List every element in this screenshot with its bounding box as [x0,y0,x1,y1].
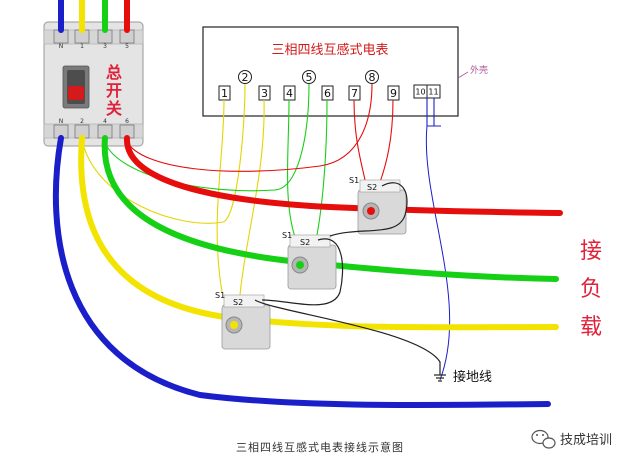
main-phase-wires [52,0,563,409]
breaker-bottom-label-2: 2 [80,118,84,125]
breaker-top-label-n: N [59,43,64,50]
ct-red-s1-label: S1 [349,176,359,185]
outgoing-red [123,135,563,216]
ct-red-conductor [367,207,375,215]
ct-green: S1 S2 [282,231,337,290]
ct-green-s1-label: S1 [282,231,292,240]
meter-terminal-7-label: 7 [351,87,358,100]
load-label: 接 负 载 [580,239,602,340]
main-breaker: N 1 3 5 N 2 4 6 总 开 关 [43,21,144,147]
wire-red-voltage [125,83,373,172]
meter-signal-wires [81,83,451,381]
wire-black-red-to-green [329,182,408,237]
ct-green-s2-label: S2 [300,238,310,247]
wire-red-s1 [353,99,366,181]
breaker-top-label-5: 5 [125,43,129,50]
ct-red-s2-label: S2 [367,183,377,192]
meter-terminal-5-circle [302,70,316,84]
meter-terminal-8-circle [365,70,379,84]
meter: 三相四线互感式电表 1 2 3 4 5 6 7 8 9 [202,26,488,117]
meter-terminal-4-label: 4 [286,87,293,100]
breaker-label-char-1: 总 [106,63,122,82]
meter-terminal-2-label: 2 [242,71,249,84]
breaker-bottom-label-6: 6 [125,118,129,125]
diagram-caption: 三相四线互感式电表接线示意图 [236,440,404,454]
breaker-bottom-rail [43,123,144,139]
ct-yellow-terminal-block [223,294,265,308]
wire-green-s1 [286,99,296,238]
wire-yellow-voltage [81,83,246,224]
wire-black-to-ground [254,299,441,375]
ct-yellow: S1 S2 [215,291,271,350]
meter-terminal-6-label: 6 [324,87,331,100]
ct-red-terminal-block [359,179,401,193]
breaker-bottom-label-4: 4 [103,118,107,125]
meter-terminal-10-label: 10 [415,88,425,97]
ct-green-conductor [296,261,304,269]
wire-black-green-to-yellow [261,238,344,306]
breaker-top-label-3: 3 [103,43,107,50]
brand: 技成培训 [531,429,612,449]
wire-green-voltage [103,83,310,192]
load-label-char-3: 载 [580,315,602,340]
case-label: 外壳 [470,64,488,76]
ct-green-terminal-block [289,234,331,248]
meter-title: 三相四线互感式电表 [271,42,388,58]
case-leader-line [457,71,469,79]
breaker-label-char-2: 开 [106,81,122,100]
breaker-top-label-1: 1 [80,43,84,50]
outgoing-blue-neutral [52,135,551,409]
meter-terminal-2-circle [238,70,252,84]
load-label-char-1: 接 [580,239,602,264]
meter-terminal-3-label: 3 [261,87,268,100]
s2-ground-wires [254,182,441,375]
wechat-icon [531,429,556,449]
ct-yellow-conductor [230,321,238,329]
breaker-bottom-label-n: N [59,118,64,125]
ground-label: 接地线 [453,369,492,385]
breaker-handle[interactable] [68,86,84,100]
ct-yellow-s1-label: S1 [215,291,225,300]
meter-terminal-11-label: 11 [428,88,438,97]
wire-blue-meter-neutral [425,125,451,381]
meter-terminal-9-label: 9 [390,87,397,100]
meter-terminal-5-label: 5 [306,71,313,84]
wire-yellow-s1 [216,99,225,293]
ct-yellow-s2-label: S2 [233,298,243,307]
breaker-body [43,21,144,147]
meter-box [202,26,459,117]
wire-green-s2 [315,99,328,241]
brand-name: 技成培训 [560,432,612,448]
ground-symbol [434,374,446,382]
meter-terminal-1-label: 1 [221,87,228,100]
meter-terminal-8-label: 8 [369,71,376,84]
breaker-label-char-3: 关 [106,99,122,118]
wire-red-s2 [379,99,394,183]
load-label-char-2: 负 [580,277,602,302]
breaker-top-rail [43,29,144,45]
